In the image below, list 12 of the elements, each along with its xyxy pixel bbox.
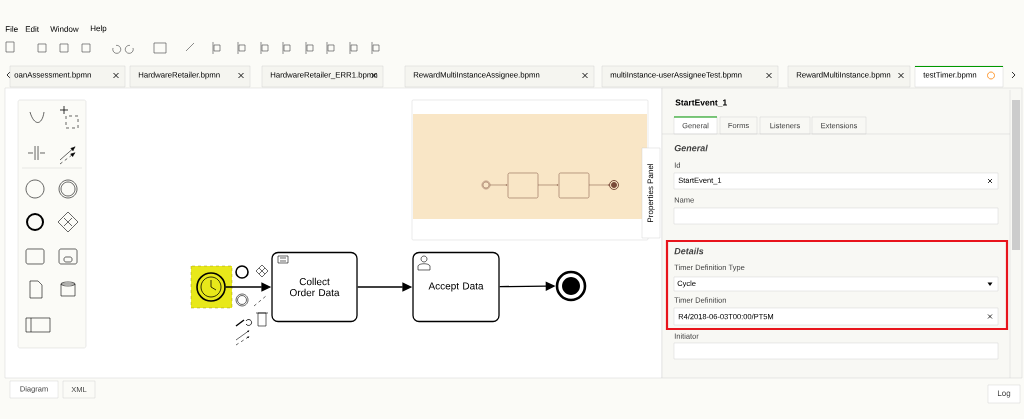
panel-title: StartEvent_1 — [675, 99, 727, 107]
task-box: Collect Order Data — [271, 251, 358, 323]
menu-item: Edit — [25, 26, 39, 32]
menu-item: File — [5, 26, 18, 32]
timer-start-event — [196, 272, 226, 302]
log-button: Log — [987, 384, 1021, 404]
section-heading: General — [674, 144, 708, 152]
panel-toggle-tab: Properties Panel — [641, 147, 661, 239]
end-event — [555, 270, 587, 302]
menu-item: Window — [50, 26, 79, 32]
menu-item: Help — [90, 25, 107, 33]
task-box: Accept Data — [412, 251, 500, 323]
